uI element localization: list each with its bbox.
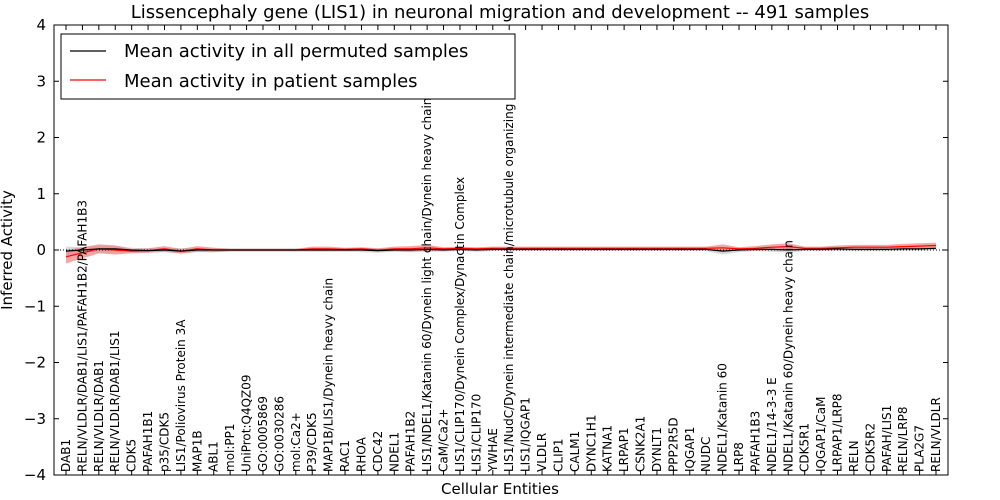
legend-box [60,33,516,100]
series-line-permuted [65,247,937,252]
y-tick-label: 4 [36,16,46,34]
x-tick-label: PAFAH1B3 [748,411,762,472]
x-tick-label: LIS1/Poliovirus Protein 3A [174,319,188,472]
x-tick-label: RELN/VLDLR/DAB1 [92,360,106,472]
legend-label-permuted: Mean activity in all permuted samples [124,41,468,62]
x-tick-label: MAP1B/LIS1/Dynein heavy chain [322,278,336,472]
x-tick-label: LIS1/CLIP170 [469,394,483,472]
y-tick-label: 3 [36,72,46,90]
x-tick-label: LIS1/NudC/Dynein intermediate chain/micr… [502,61,516,472]
x-tick-label: MAP1B [190,430,204,472]
x-tick-label: NDEL1/Katanin 60 [716,363,730,472]
x-tick-label: LRPAP1/LRP8 [831,393,845,472]
x-tick-label: PAFAH/LIS1 [880,405,894,472]
x-tick-label: RHOA [355,436,369,472]
x-tick-label: p35/CDK5 [158,412,172,472]
x-tick-label: LRP8 [732,442,746,472]
x-tick-label: IQGAP1 [683,427,697,472]
x-tick-label: CALM1 [568,431,582,472]
x-tick-label: LIS1/NDEL1/Katanin 60/Dynein light chain… [420,98,434,472]
y-tick-label: −4 [24,466,46,484]
y-tick-label: 2 [36,129,46,147]
x-tick-label: NDEL1/14-3-3 E [765,377,779,472]
x-tick-label: RELN [847,440,861,472]
x-tick-label: LRPAP1 [617,427,631,472]
y-tick-label: −1 [24,297,46,315]
y-tick-label: −2 [24,354,46,372]
x-tick-label: mol:PP1 [223,423,237,472]
x-tick-label: DYNC1H1 [584,414,598,472]
x-tick-label: RAC1 [338,440,352,472]
x-axis-label: Cellular Entities [441,480,559,498]
x-tick-label: CDC42 [371,431,385,472]
x-tick-label: PAFAH1B2 [404,411,418,472]
x-tick-label: CDK5 [125,439,139,472]
x-tick-label: CaM/Ca2+ [437,408,451,472]
x-tick-label: mol:Ca2+ [289,412,303,472]
x-tick-label: UniProt:Q4QZ09 [240,374,254,472]
x-tick-label: NDEL1/Katanin 60/Dynein heavy chain [781,240,795,472]
y-tick-label: −3 [24,410,46,428]
legend: Mean activity in all permuted samples Me… [60,33,516,100]
x-tick-label: CDK5R2 [863,423,877,472]
x-tick-label: RELN/VLDLR [929,397,943,472]
chart-title: Lissencephaly gene (LIS1) in neuronal mi… [131,2,870,23]
x-tick-label: VLDLR [535,433,549,472]
x-tick-label: NDEL1 [387,432,401,472]
x-tick-label: RELN/VLDLR/DAB1/LIS1/PAFAH1B2/PAFAH1B3 [75,200,89,472]
x-tick-label: LIS1/IQGAP1 [519,397,533,472]
x-tick-label: KATNA1 [601,425,615,472]
x-tick-label: DYNLT1 [650,427,664,472]
x-tick-label: CLIP1 [552,439,566,472]
x-tick-label: CDK5R1 [798,423,812,472]
x-tick-label: GO:0030286 [272,396,286,472]
x-tick-label: YWHAE [486,428,500,473]
y-tick-label: 1 [36,185,46,203]
x-tick-label: IQGAP1/CaM [814,397,828,473]
x-tick-label: RELN/VLDLR/DAB1/LIS1 [108,331,122,472]
x-tick-label: RELN/LRP8 [896,406,910,472]
legend-label-patient: Mean activity in patient samples [124,71,418,92]
x-tick-label: P39/CDK5 [305,412,319,472]
x-tick-label: PPP2R5D [666,417,680,472]
x-tick-label: PLA2G7 [913,425,927,472]
x-tick-label: DAB1 [59,439,73,472]
x-tick-label: CSNK2A1 [634,416,648,472]
y-axis-label: Inferred Activity [0,190,16,310]
x-tick-label: PAFAH1B1 [141,411,155,472]
x-tick-label: NUDC [699,437,713,472]
x-tick-label: GO:0005869 [256,396,270,472]
y-tick-label: 0 [36,241,46,259]
x-tick-label: ABL1 [207,441,221,472]
x-tick-label: LIS1/CLIP170/Dynein Complex/Dynactin Com… [453,177,467,472]
